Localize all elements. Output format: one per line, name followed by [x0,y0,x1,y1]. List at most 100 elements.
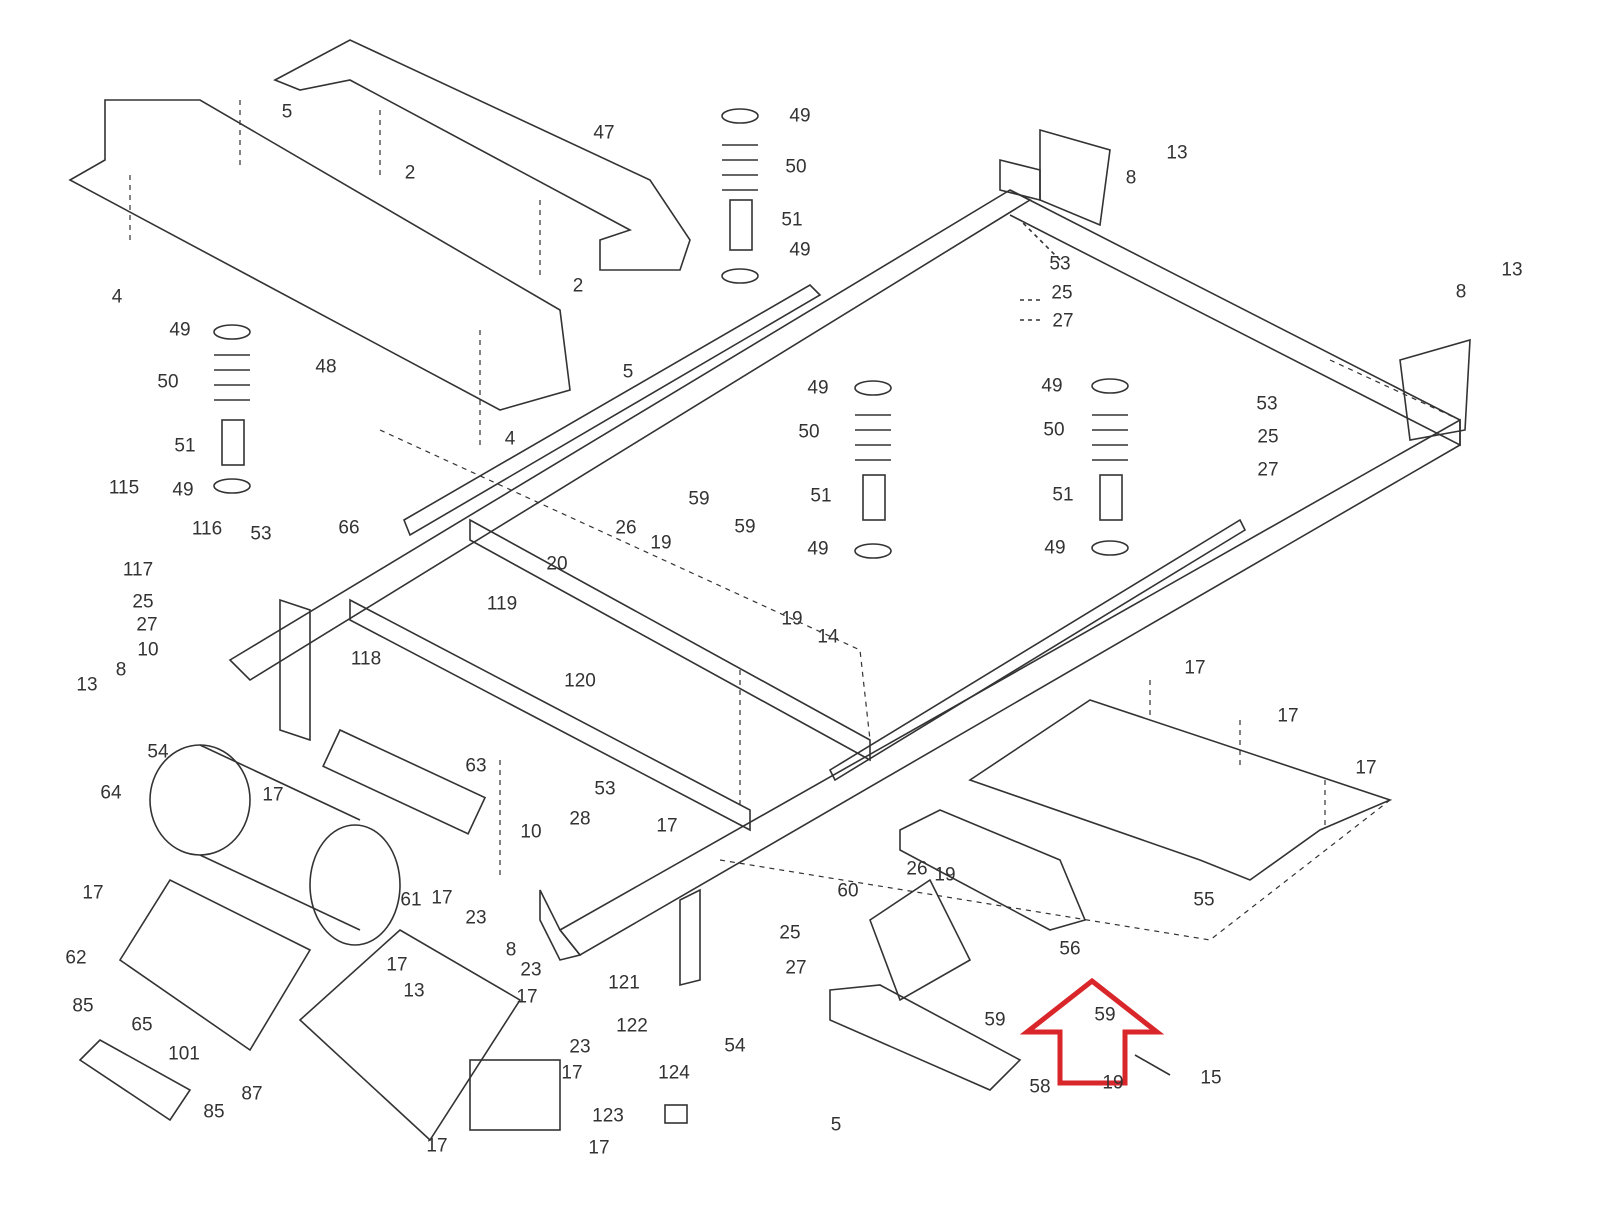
callout-label: 47 [593,122,615,144]
callout-label: 19 [781,608,803,630]
callout-label: 51 [1052,484,1074,506]
roller-motor-electronics [78,728,688,1142]
callout-label: 23 [520,959,542,981]
callout-label: 28 [569,808,591,830]
callout-label: 51 [174,435,196,457]
callout-label: 49 [789,239,811,261]
callout-label: 54 [724,1035,746,1057]
callout-label: 23 [569,1036,591,1058]
callout-label: 25 [779,922,801,944]
callout-label: 17 [262,784,284,806]
callout-label: 53 [594,778,616,800]
callout-label: 19 [1102,1072,1124,1094]
callout-label: 65 [131,1014,153,1036]
callout-label: 25 [1051,282,1073,304]
callout-label: 4 [504,428,516,450]
callout-label: 13 [403,980,425,1002]
callout-label: 5 [622,361,634,383]
callout-label: 13 [1501,259,1523,281]
callout-label: 53 [250,523,272,545]
callout-label: 50 [798,421,820,443]
callout-label: 62 [65,947,87,969]
callout-label: 15 [1200,1067,1222,1089]
callout-label: 8 [505,939,517,961]
callout-label: 2 [404,162,416,184]
callout-label: 121 [608,972,640,994]
callout-label: 27 [785,957,807,979]
callout-label: 27 [1257,459,1279,481]
callout-label: 17 [82,882,104,904]
callout-label: 17 [561,1062,583,1084]
callout-label: 26 [615,517,637,539]
callout-label: 17 [1184,657,1206,679]
callout-label: 59 [688,488,710,510]
springs [213,108,1129,559]
callout-label: 50 [157,371,179,393]
dashed-guides [129,100,1461,941]
callout-label: 27 [1052,310,1074,332]
callout-label: 120 [564,670,596,692]
callout-label: 5 [830,1114,842,1136]
callout-label: 17 [656,815,678,837]
callout-label: 85 [203,1101,225,1123]
callout-label: 122 [616,1015,648,1037]
callout-label: 49 [789,105,811,127]
callout-label: 53 [1256,393,1278,415]
callout-label: 59 [984,1009,1006,1031]
callout-label: 59 [734,516,756,538]
treadmill-frame [228,128,1471,987]
callout-label: 51 [781,209,803,231]
callout-label: 20 [546,553,568,575]
callout-label: 85 [72,995,94,1017]
callout-label: 23 [465,907,487,929]
callout-label: 49 [1044,537,1066,559]
callout-label: 117 [122,559,154,581]
callout-label: 10 [520,821,542,843]
callout-label: 119 [486,593,518,615]
callout-label: 66 [338,517,360,539]
callout-label: 17 [516,986,538,1008]
callout-label: 50 [785,156,807,178]
callout-label: 48 [315,356,337,378]
callout-label: 25 [1257,426,1279,448]
callout-label: 13 [1166,142,1188,164]
callout-label: 25 [132,591,154,613]
callout-label: 49 [807,377,829,399]
callout-label: 49 [807,538,829,560]
callout-label: 19 [650,532,672,554]
callout-label: 61 [400,889,422,911]
callout-label: 17 [426,1135,448,1157]
callout-label: 116 [191,518,223,540]
callout-label: 17 [588,1137,610,1159]
callout-label: 5 [281,101,293,123]
callout-label: 10 [137,639,159,661]
covers-right [829,219,1393,1091]
callout-label: 14 [817,626,839,648]
hood-parts [68,39,691,411]
callout-label: 17 [1355,757,1377,779]
callout-label: 58 [1029,1076,1051,1098]
callout-label: 4 [111,286,123,308]
callout-label: 50 [1043,419,1065,441]
callout-label: 13 [76,674,98,696]
callout-label: 49 [1041,375,1063,397]
callout-label: 49 [172,479,194,501]
callout-label: 51 [810,485,832,507]
callout-label: 26 [906,858,928,880]
callout-label: 64 [100,782,122,804]
callout-label: 55 [1193,889,1215,911]
callout-label: 123 [592,1105,624,1127]
callout-label: 8 [1455,281,1467,303]
callout-label: 27 [136,614,158,636]
callout-label: 8 [115,659,127,681]
callout-label: 59 [1094,1004,1116,1026]
highlight-arrow [1019,977,1165,1086]
callout-label: 87 [241,1083,263,1105]
callout-label: 17 [1277,705,1299,727]
callout-label: 17 [431,887,453,909]
callout-label: 118 [350,648,382,670]
callout-label: 19 [934,864,956,886]
callout-label: 101 [168,1043,200,1065]
callout-label: 2 [572,275,584,297]
